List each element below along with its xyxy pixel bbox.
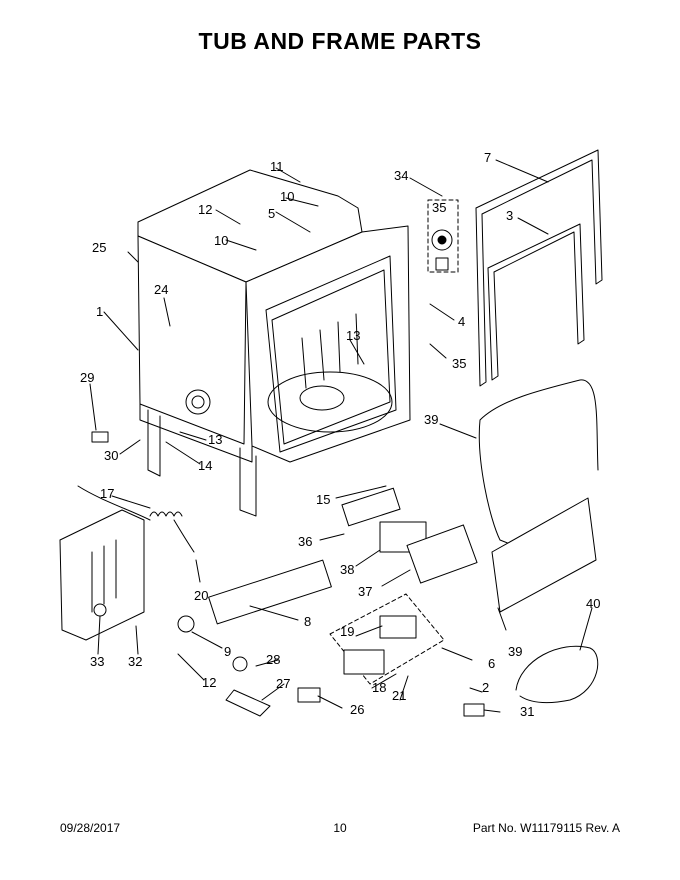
callout-32: 34 [394,168,408,183]
callout-24: 25 [92,240,106,255]
clip-27 [91,431,109,443]
callout-25: 27 [276,676,290,691]
hinge-26 [232,656,248,672]
callout-14: 13 [208,432,222,447]
callout-40: 40 [586,596,600,611]
callout-5: 5 [268,206,275,221]
callout-39: 39 [424,412,438,427]
callout-37: 38 [340,562,354,577]
callout-7: 7 [484,150,491,165]
foot-22 [297,687,321,703]
callout-28: 30 [104,448,118,463]
callout-6: 6 [488,656,495,671]
callout-23: 24 [154,282,168,297]
footer-page-number: 10 [333,821,347,835]
page-title: TUB AND FRAME PARTS [198,28,482,54]
callout-11b: 12 [198,202,212,217]
callout-21: 20 [194,588,208,603]
bracket-9 [177,615,195,633]
callout-11a: 11 [270,159,284,174]
callout-20: 19 [340,624,354,639]
footer-part-number: Part No. W11179115 Rev. A [472,821,620,835]
callout-35: 36 [298,534,312,549]
callout-16: 15 [316,492,330,507]
callout-10b: 10 [214,233,228,248]
callout-36: 37 [358,584,372,599]
callout-3: 3 [506,208,513,223]
control-panel-36 [406,524,478,584]
drain-mechanism-34 [427,199,459,273]
connector-29 [463,703,485,717]
callout-2: 2 [482,680,489,695]
wire-harness [478,379,599,549]
callout-13: 13 [346,328,360,343]
spring-18 [149,511,183,517]
heating-element [515,645,599,703]
callout-labels: 11 10 12 10 5 25 1 24 29 30 13 14 15 36 … [80,150,600,719]
callout-4: 4 [458,314,465,329]
callout-29: 31 [520,704,534,719]
callout-27: 29 [80,370,94,385]
bracket-20 [379,615,417,639]
callout-33: 35 [452,356,466,371]
callout-34: 35 [432,200,446,215]
callout-19: 21 [392,688,406,703]
callout-38: 39 [508,644,522,659]
callout-12: 12 [202,675,216,690]
bracket-17 [343,649,385,675]
callout-1: 1 [96,304,103,319]
callout-8: 8 [304,614,311,629]
callout-31: 33 [90,654,104,669]
callout-9: 9 [224,644,231,659]
callout-30: 32 [128,654,142,669]
bracket-35 [341,487,401,527]
callout-15: 14 [198,458,212,473]
insulation-panel [491,497,597,613]
callout-18: 17 [100,486,114,501]
cable-21 [77,485,195,553]
kick-plate-assembly [59,509,145,641]
dishwasher-tub [137,169,411,517]
bracket-25 [225,689,271,717]
callout-17: 18 [372,680,386,695]
callout-22: 26 [350,702,364,717]
door-gasket [475,149,603,387]
cover-plate-8 [208,559,332,625]
callout-26: 28 [266,652,280,667]
callout-leaders [89,159,593,713]
footer-date: 09/28/2017 [60,821,121,835]
tub-gasket [487,223,585,381]
callout-10a: 10 [280,189,294,204]
